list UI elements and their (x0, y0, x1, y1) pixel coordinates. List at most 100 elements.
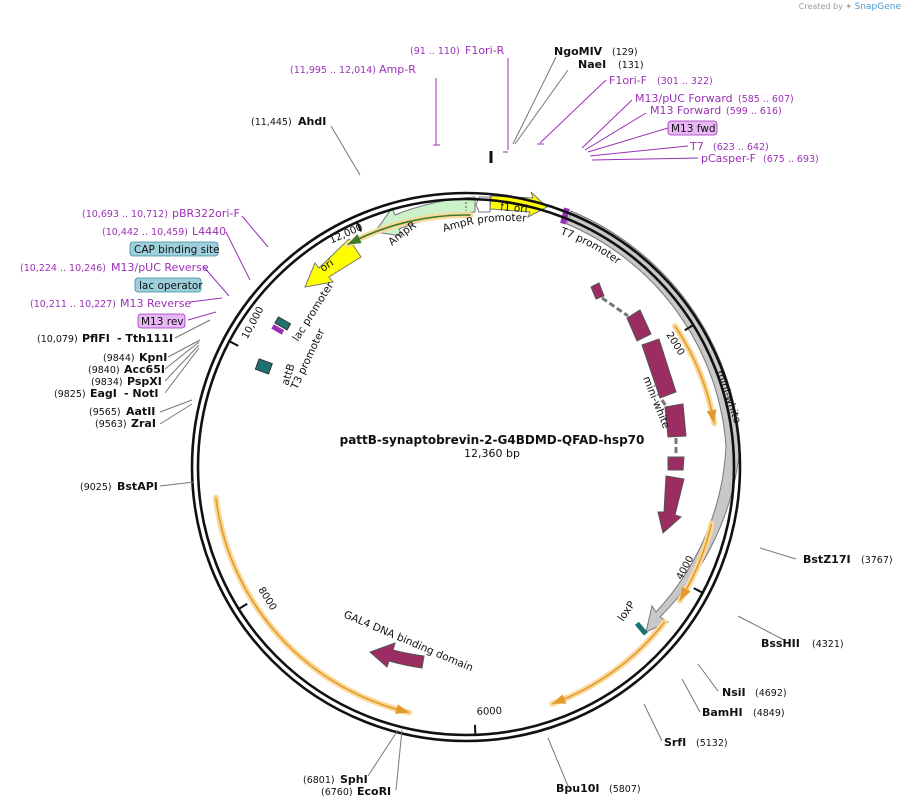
enzyme-pos-kpni: (9844) (103, 353, 135, 364)
enzyme-label-bpu10i[interactable]: Bpu10I (556, 782, 600, 795)
enzyme-pos-acc65i: (9840) (88, 365, 120, 376)
cap-binding-site-box[interactable] (129, 241, 219, 257)
primer-label-m13-forward[interactable]: M13 Forward (650, 104, 721, 117)
primer-range-pcasper-f: (675 .. 693) (763, 154, 819, 165)
enzyme-pos-bstz17i: (3767) (861, 555, 893, 566)
primer-label-amp-r[interactable]: Amp-R (379, 63, 416, 76)
enzyme-pos-pflfi: (10,079) (37, 334, 78, 345)
enzyme-label-bamhi[interactable]: BamHI (702, 706, 743, 719)
mini-white-cds[interactable] (590, 282, 687, 534)
enzyme-label-ecori[interactable]: EcoRI (357, 785, 391, 798)
gal4-arrow[interactable] (369, 642, 425, 669)
plasmid-name: pattB-synaptobrevin-2-G4BDMD-QFAD-hsp70 (340, 433, 645, 447)
enzyme-pos-bstapi: (9025) (80, 482, 112, 493)
orf-arc-ampr-head (347, 234, 362, 245)
tick-mark (684, 324, 694, 332)
enzyme-pos-sphi: (6801) (303, 775, 335, 786)
orf-arc-4-head (395, 704, 410, 715)
orf-arcs (212, 212, 718, 716)
primer-range-t7: (623 .. 642) (713, 142, 769, 153)
enzyme-label-pspxi[interactable]: PspXI (127, 375, 162, 388)
primer-label-l4440[interactable]: L4440 (192, 225, 226, 238)
primer-range-pbr322ori-f: (10,693 .. 10,712) (82, 209, 168, 220)
primer-label-f1ori-f[interactable]: F1ori-F (609, 74, 647, 87)
enzyme-pos-pspxi: (9834) (91, 377, 123, 388)
m13-fwd-box[interactable] (667, 120, 718, 136)
primer-label-t7[interactable]: T7 (689, 140, 704, 153)
orf-arc-1-head (706, 409, 717, 424)
enzyme-label-sphi[interactable]: SphI (340, 773, 368, 786)
lac-operator-marker[interactable] (274, 316, 292, 331)
enzyme-label-srfi[interactable]: SrfI (664, 736, 686, 749)
primer-label-m13-reverse[interactable]: M13 Reverse (120, 297, 191, 310)
primer-range-f1ori-f: (301 .. 322) (657, 76, 713, 87)
enzyme-label-kpni[interactable]: KpnI (139, 351, 167, 364)
enzyme-label-ahdi[interactable]: AhdI (298, 115, 326, 128)
enzyme-label-bsshii[interactable]: BssHII (761, 637, 800, 650)
enzyme-pos-nsii: (4692) (755, 688, 787, 699)
enzyme-leader-lines (159, 56, 797, 791)
enzyme-pos-bsshii: (4321) (812, 639, 844, 650)
lac-operator-box[interactable] (134, 277, 202, 293)
m13-rev-site-marker[interactable] (271, 324, 285, 335)
orf-arc-4[interactable] (215, 497, 410, 714)
enzyme-label-nsii[interactable]: NsiI (722, 686, 746, 699)
backbone-outer-ring (190, 191, 742, 743)
enzyme-pos-naei: (131) (618, 60, 644, 71)
backbone-inner-ring (196, 197, 736, 737)
primer-range-l4440: (10,442 .. 10,459) (102, 227, 188, 238)
primer-range-m13-forward: (599 .. 616) (726, 106, 782, 117)
enzyme-label-zrai[interactable]: ZraI (131, 417, 156, 430)
enzyme-label-naei[interactable]: NaeI (578, 58, 606, 71)
loxp-label: loxP (616, 599, 638, 624)
enzyme-pos-ahdi: (11,445) (251, 117, 292, 128)
enzyme-pos-ecori: (6760) (321, 787, 353, 798)
enzyme-label-pflfi[interactable]: PflFI (82, 332, 110, 345)
enzyme-label-eagi[interactable]: EagI (90, 387, 117, 400)
ori-arrow[interactable] (304, 238, 362, 288)
tick-mark (238, 602, 248, 610)
enzyme-label-acc65i[interactable]: Acc65I (124, 363, 165, 376)
lac-operator-label: lac operator (139, 280, 203, 292)
primer-label-f1ori-r[interactable]: F1ori-R (465, 44, 505, 57)
primer-label-m13puc-forward[interactable]: M13/pUC Forward (635, 92, 733, 105)
enzyme-label-bstz17i[interactable]: BstZ17I (803, 553, 851, 566)
enzyme-pos-ngomiv: (129) (612, 47, 638, 58)
primer-leader-lines (187, 58, 699, 321)
tick-mark (356, 221, 362, 232)
enzyme-pos-srfi: (5132) (696, 738, 728, 749)
enzyme-pos-aatii: (9565) (89, 407, 121, 418)
primer-range-m13puc-reverse: (10,224 .. 10,246) (20, 263, 106, 274)
m13-rev-box[interactable] (137, 313, 186, 329)
loxp-marker[interactable] (634, 621, 648, 636)
primer-range-m13-reverse: (10,211 .. 10,227) (30, 299, 116, 310)
primer-label-pcasper-f[interactable]: pCasper-F (701, 152, 756, 165)
primer-label-m13-rev: M13 rev (141, 316, 184, 328)
enzyme-pos-bpu10i: (5807) (609, 784, 641, 795)
primer-range-m13puc-forward: (585 .. 607) (738, 94, 794, 105)
plasmid-length: 12,360 bp (464, 447, 520, 460)
orf-arc-3[interactable] (551, 621, 666, 705)
watermark-prefix: Created by (798, 2, 843, 11)
tick-mark (228, 340, 239, 347)
enzyme-label-noti[interactable]: - NotI (124, 387, 159, 400)
enzyme-label-ngomiv[interactable]: NgoMIV (554, 45, 603, 58)
enzyme-label-aatii[interactable]: AatII (126, 405, 155, 418)
feature-arrows (254, 191, 741, 669)
orf-arc-3-head (552, 694, 567, 704)
primer-range-f1ori-r: (91 .. 110) (410, 46, 460, 57)
watermark-brand: SnapGene (854, 2, 901, 12)
tick-label: 10,000 (240, 305, 266, 341)
enzyme-pos-zrai: (9563) (95, 419, 127, 430)
tick-mark (693, 587, 704, 594)
orf-arc-2-head (679, 586, 691, 601)
attb-marker[interactable] (254, 358, 273, 375)
primer-label-pbr322ori-f[interactable]: pBR322ori-F (172, 207, 240, 220)
cap-binding-site-label: CAP binding site (134, 244, 220, 256)
primer-label-m13-fwd: M13 fwd (671, 123, 716, 135)
snapgene-logo-icon: ✶ (845, 2, 853, 11)
primer-label-m13puc-reverse[interactable]: M13/pUC Reverse (111, 261, 209, 274)
enzyme-label-bstapi[interactable]: BstAPI (117, 480, 158, 493)
enzyme-label-tth111i[interactable]: - Tth111I (117, 332, 173, 345)
